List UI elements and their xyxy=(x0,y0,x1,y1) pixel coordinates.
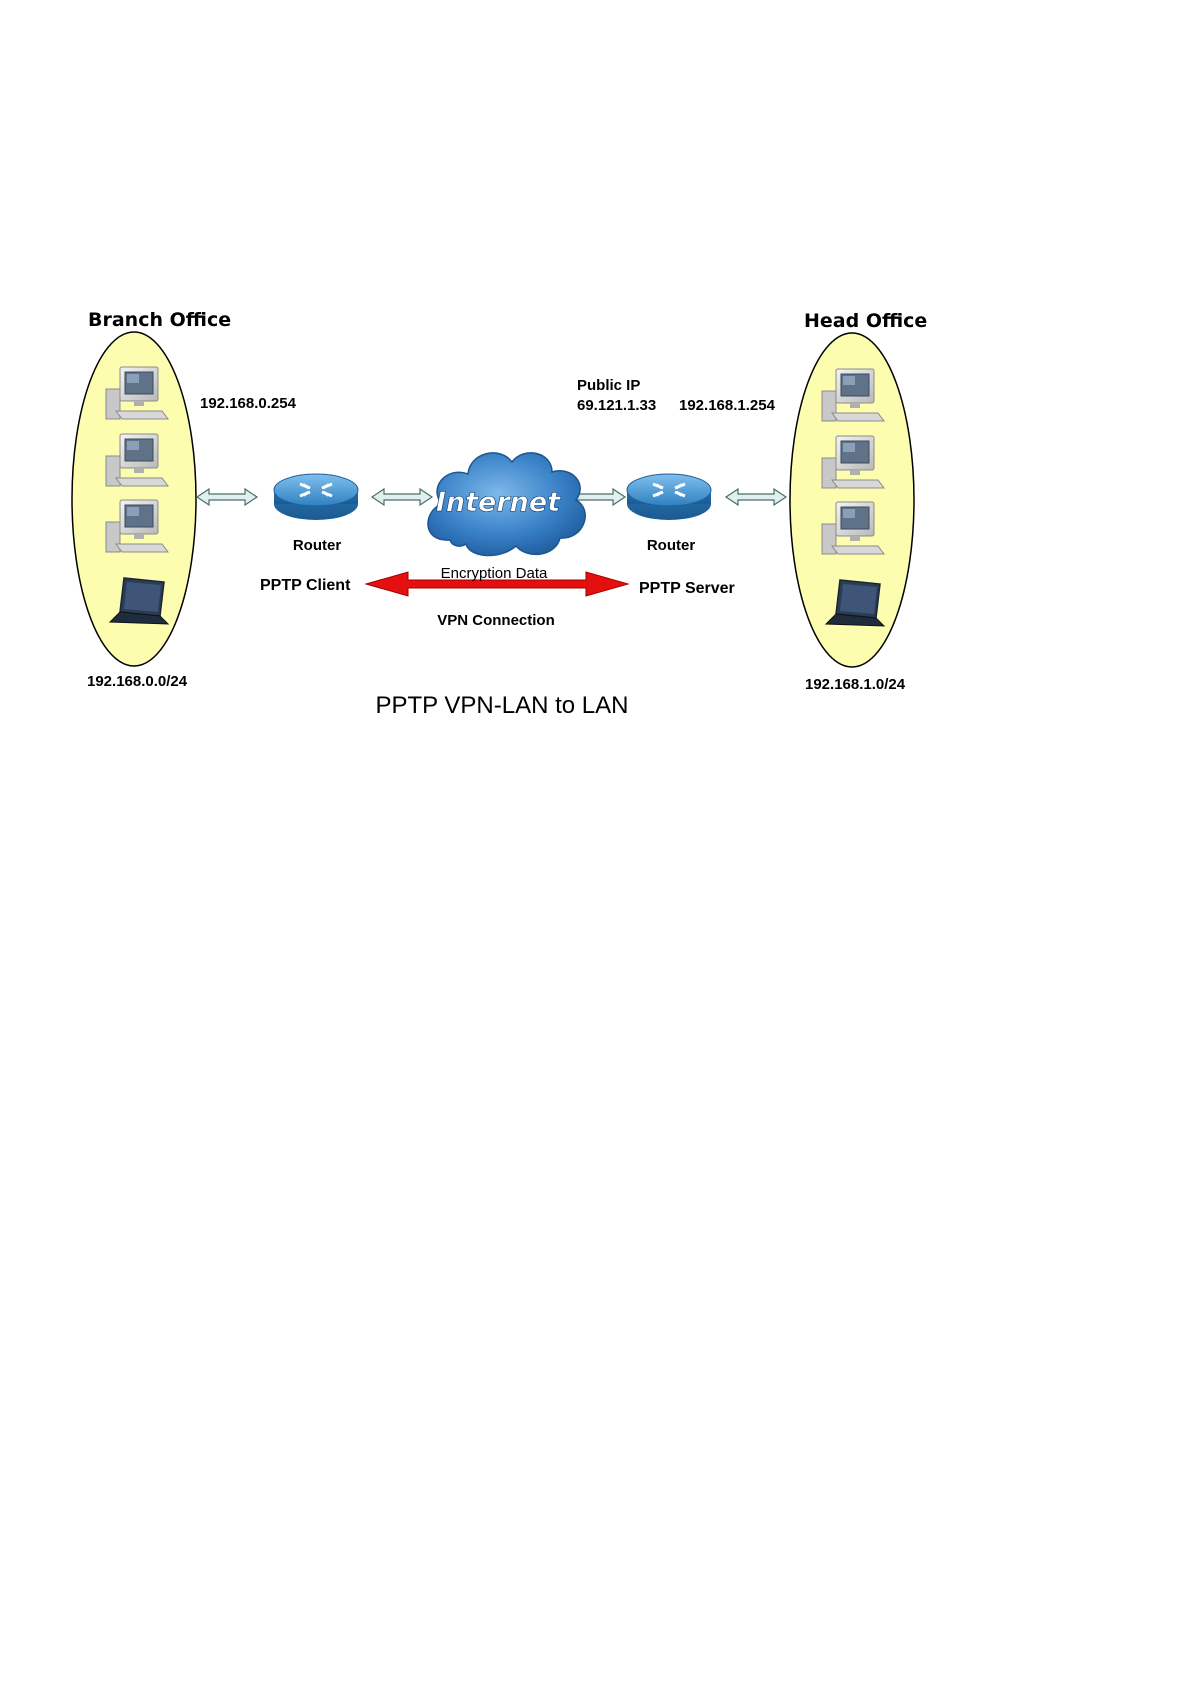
link-arrow-router-head xyxy=(726,489,786,505)
internet-label: Internet xyxy=(436,487,561,518)
branch-lan-ip: 192.168.0.254 xyxy=(200,395,297,412)
head-role-label: PPTP Server xyxy=(639,580,735,597)
head-router-icon xyxy=(627,474,711,520)
diagram-caption: PPTP VPN-LAN to LAN xyxy=(376,692,629,719)
head-subnet-label: 192.168.1.0/24 xyxy=(805,676,906,693)
tunnel-top-label: Encryption Data xyxy=(441,565,548,582)
public-ip-value: 69.121.1.33 xyxy=(577,397,656,414)
tunnel-bottom-label: VPN Connection xyxy=(437,612,555,629)
head-router-label: Router xyxy=(647,537,695,554)
branch-subnet-label: 192.168.0.0/24 xyxy=(87,673,188,690)
head-lan-ip: 192.168.1.254 xyxy=(679,397,776,414)
branch-router-label: Router xyxy=(293,537,341,554)
branch-office-group xyxy=(72,332,196,666)
branch-router-icon xyxy=(274,474,358,520)
link-arrow-branch-router xyxy=(197,489,257,505)
branch-role-label: PPTP Client xyxy=(260,577,351,594)
link-arrow-router-internet xyxy=(372,489,432,505)
public-ip-label: Public IP xyxy=(577,377,640,394)
head-office-group xyxy=(790,333,914,667)
branch-office-title: Branch Office xyxy=(88,309,231,331)
head-office-title: Head Office xyxy=(804,310,927,332)
